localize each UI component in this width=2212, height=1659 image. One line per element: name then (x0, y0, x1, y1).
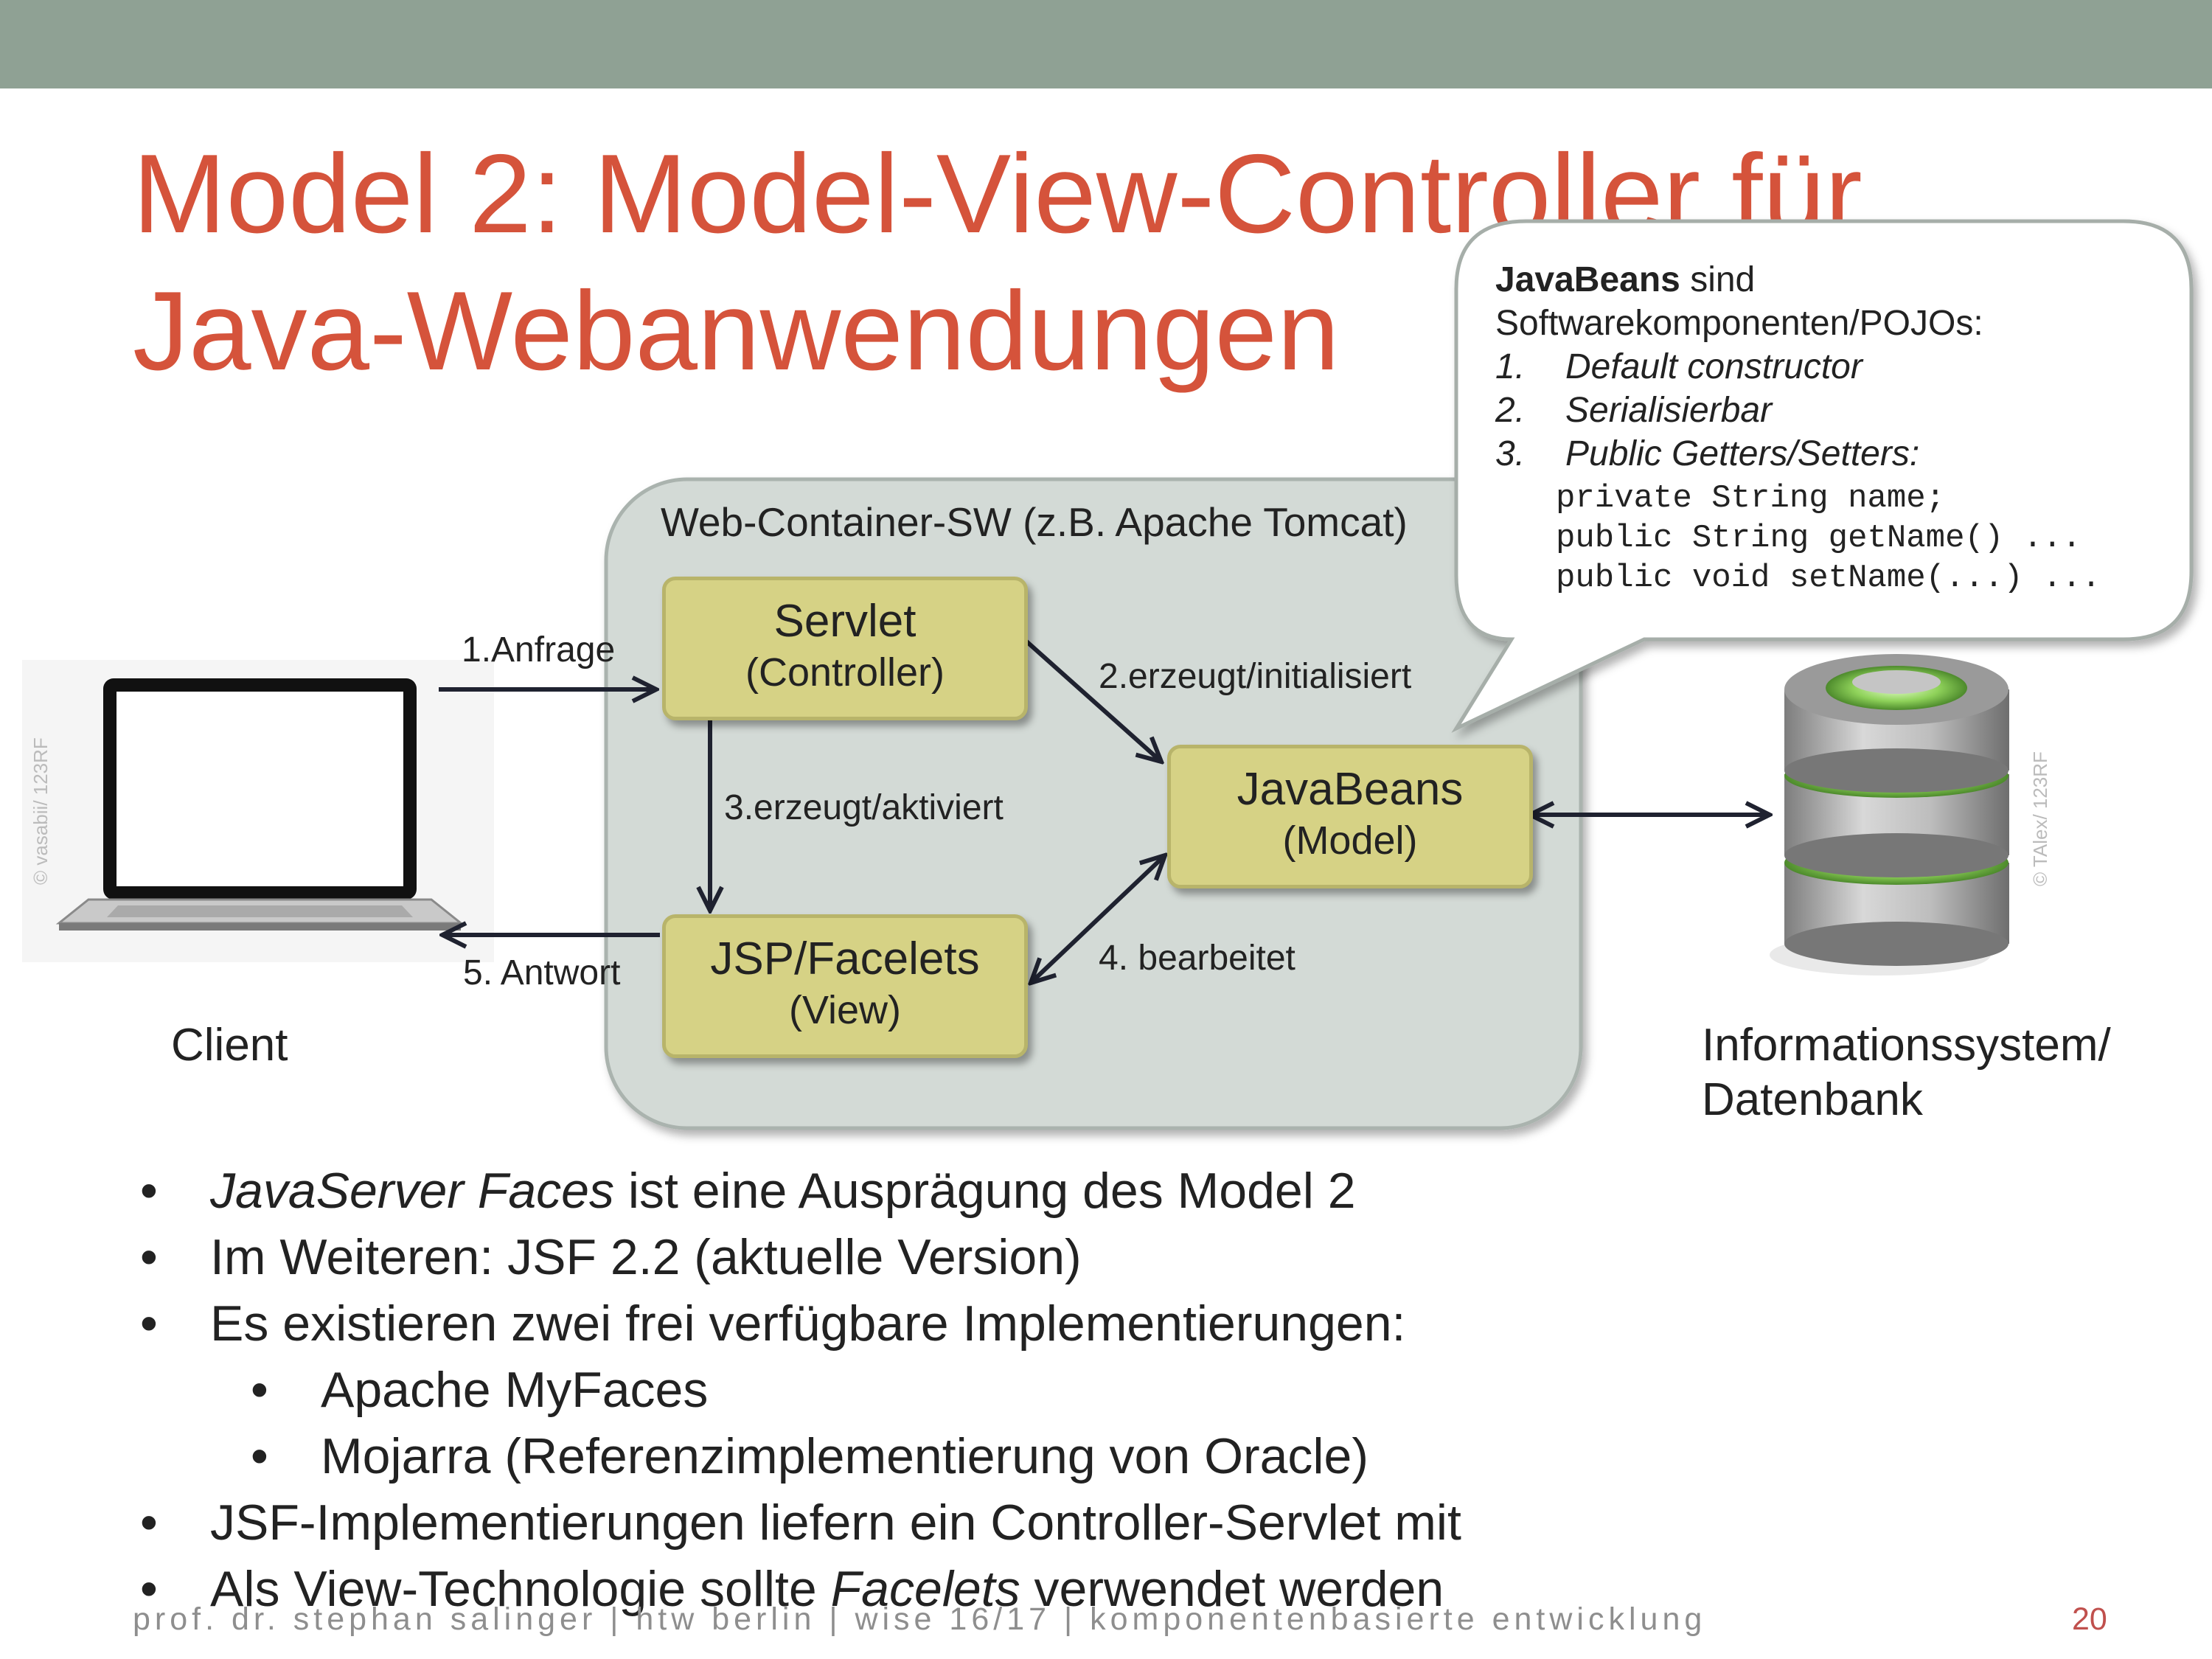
header-bar (0, 0, 2212, 88)
javabeans-box: JavaBeans (Model) (1167, 745, 1533, 888)
footer-text: prof. dr. stephan salinger | htw berlin … (133, 1601, 1707, 1637)
bullet-item: Es existieren zwei frei verfügbare Imple… (133, 1290, 2050, 1357)
bullet-item: JSF-Implementierungen liefern ein Contro… (133, 1489, 2050, 1556)
callout-item-number: 2. (1495, 391, 1526, 430)
sub-bullet-item: Mojarra (Referenzimplementierung von Ora… (133, 1423, 2050, 1489)
edge-label-bearbeitet: 4. bearbeitet (1099, 939, 1295, 978)
slide-title: Model 2: Model-View-Controller für Java-… (133, 125, 2050, 400)
jsp-subtitle: (View) (788, 988, 902, 1032)
callout-item: 1. Default constructor (1495, 345, 2159, 389)
code-line: private String name; (1556, 480, 1946, 517)
database-label: Informationssystem/ Datenbank (1702, 1018, 2111, 1127)
client-label: Client (171, 1020, 288, 1071)
database-label-line-2: Datenbank (1702, 1074, 1923, 1125)
credit-right: © TAlex/ 123RF (2029, 751, 2051, 886)
servlet-subtitle: (Controller) (745, 650, 945, 695)
page-number: 20 (2072, 1601, 2107, 1637)
bullet-5-pre: Als View-Technologie sollte (210, 1561, 831, 1617)
callout-list: 1. Default constructor 2. Serialisierbar 3… (1495, 345, 2159, 476)
callout-item-number: 1. (1495, 347, 1526, 386)
bullet-item: JavaServer Faces ist eine Ausprägung des… (133, 1158, 2050, 1224)
bullet-5-italic: Facelets (830, 1561, 1020, 1617)
callout-item-text: Public Getters/Setters: (1565, 434, 1920, 473)
javabeans-title: JavaBeans (1237, 764, 1464, 815)
bullet-item: Als View-Technologie sollte Facelets ver… (133, 1556, 2050, 1622)
callout-bubble (1451, 219, 2194, 733)
callout-item-number: 3. (1495, 434, 1526, 473)
servlet-title: Servlet (773, 596, 917, 647)
edge-label-anfrage: 1.Anfrage (462, 630, 616, 669)
arrow-bearbeitet (1031, 855, 1165, 983)
callout-text-1: sind (1680, 260, 1756, 299)
bullet-item: Im Weiteren: JSF 2.2 (aktuelle Version) (133, 1224, 2050, 1290)
database-icon (1770, 654, 2009, 975)
callout-bold: JavaBeans (1495, 260, 1680, 299)
bullet-list: JavaServer Faces ist eine Ausprägung des… (133, 1158, 2050, 1622)
code-line: public String getName() ... (1556, 520, 2081, 557)
bullet-5-post: verwendet werden (1020, 1561, 1444, 1617)
callout-item: 2. Serialisierbar (1495, 389, 2159, 432)
jsp-title: JSP/Facelets (710, 933, 980, 984)
javabeans-subtitle: (Model) (1282, 818, 1418, 863)
callout-text: JavaBeans sind Softwarekomponenten/POJOs… (1495, 258, 2159, 598)
code-line: public void setName(...) ... (1556, 560, 2101, 597)
callout-text-2: Softwarekomponenten/POJOs: (1495, 304, 1983, 343)
callout-code: private String name;public String getNam… (1556, 479, 2159, 598)
edge-label-erzeugt-initialisiert: 2.erzeugt/initialisiert (1099, 657, 1412, 696)
callout-item-text: Serialisierbar (1565, 391, 1773, 430)
sub-bullet-item: Apache MyFaces (133, 1357, 2050, 1423)
callout-item-text: Default constructor (1565, 347, 1863, 386)
servlet-box: Servlet (Controller) (662, 577, 1028, 720)
bullet-1-rest: ist eine Ausprägung des Model 2 (613, 1163, 1356, 1219)
container-label: Web-Container-SW (z.B. Apache Tomcat) (661, 499, 1408, 545)
bullet-1-italic: JavaServer Faces (210, 1163, 614, 1219)
jsp-box: JSP/Facelets (View) (662, 914, 1028, 1058)
database-label-line-1: Informationssystem/ (1702, 1020, 2111, 1071)
arrow-erzeugt-initialisiert (1023, 638, 1161, 762)
credit-left: © vasabii/ 123RF (29, 737, 52, 885)
laptop-icon (22, 660, 494, 962)
callout-item: 3. Public Getters/Setters: (1495, 432, 2159, 476)
edge-label-antwort: 5. Antwort (463, 953, 621, 992)
title-line-2: Java-Webanwendungen (133, 268, 1340, 394)
edge-label-erzeugt-aktiviert: 3.erzeugt/aktiviert (724, 788, 1004, 827)
